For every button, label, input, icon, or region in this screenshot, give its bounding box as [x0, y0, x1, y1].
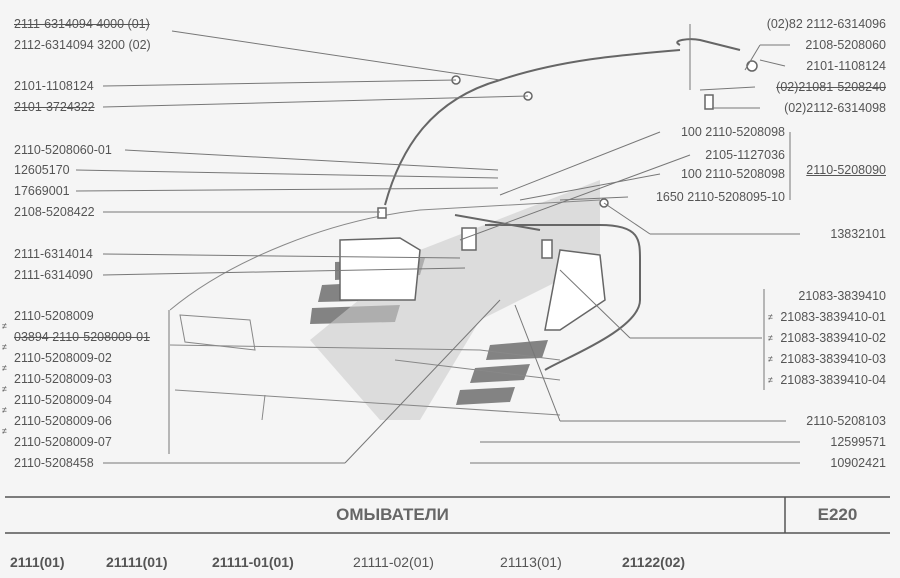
part-label: 2111-6314090	[14, 268, 93, 282]
interchange-mark: ≠	[768, 354, 773, 364]
model-label: 21113(01)	[500, 554, 562, 570]
chevron-shading	[310, 180, 600, 420]
part-label: 21083-3839410-02	[780, 331, 886, 345]
interchange-mark: ≠	[2, 426, 7, 436]
interchange-mark: ≠	[2, 342, 7, 352]
model-label: 21111-01(01)	[212, 554, 294, 570]
part-label: 2110-5208060-01	[14, 143, 112, 157]
part-label: 03894 2110-5208009-01	[14, 330, 151, 344]
part-label: 2110-5208009-07	[14, 435, 112, 449]
part-label: 21083-3839410-04	[780, 373, 886, 387]
leader-lines	[75, 24, 800, 464]
model-label: 2111(01)	[10, 554, 65, 570]
footer-rules	[5, 496, 890, 534]
part-label: 2108-5208422	[14, 205, 95, 219]
part-label: 21083-3839410-01	[780, 310, 886, 324]
part-label: 12605170	[14, 163, 70, 177]
part-label: (02)21081-5208240	[776, 80, 886, 94]
model-label: 21111(01)	[106, 554, 168, 570]
interchange-mark: ≠	[2, 384, 7, 394]
part-label: 2111-6314014	[14, 247, 93, 261]
part-label: 2101-1108124	[806, 59, 886, 73]
part-label: 2111-6314094 4000 (01)	[14, 17, 150, 31]
part-label: 2110-5208009-02	[14, 351, 112, 365]
part-label: 2101-1108124	[14, 79, 94, 93]
model-label: 21122(02)	[622, 554, 686, 570]
part-label: 2112-6314094 3200 (02)	[14, 38, 151, 52]
part-label: 12599571	[830, 435, 886, 449]
part-label: 2110-5208009	[14, 309, 94, 323]
part-label: 17669001	[14, 184, 70, 198]
part-label: 2110-5208103	[806, 414, 886, 428]
part-label: 100 2110-5208098	[680, 167, 785, 181]
car-body-outline	[169, 199, 601, 421]
interchange-mark: ≠	[2, 321, 7, 331]
part-label: 100 2110-5208098	[680, 125, 785, 139]
interchange-mark: ≠	[768, 312, 773, 322]
part-label: 21083-3839410-03	[780, 352, 886, 366]
part-label: 2110-5208009-06	[14, 414, 112, 428]
part-label: 2101-3724322	[14, 100, 95, 114]
part-label: 1650 2110-5208095-10	[655, 190, 785, 204]
part-label: 13832101	[830, 227, 886, 241]
interchange-mark: ≠	[768, 375, 773, 385]
interchange-mark: ≠	[2, 363, 7, 373]
part-label: 2110-5208458	[14, 456, 94, 470]
interchange-mark: ≠	[2, 405, 7, 415]
assembly-label: 2110-5208090	[806, 163, 886, 177]
model-label: 21111-02(01)	[353, 554, 434, 570]
part-label: (02)82 2112-6314096	[766, 17, 886, 31]
diagram-title: ОМЫВАТЕЛИ	[336, 505, 449, 524]
interchange-mark: ≠	[768, 333, 773, 343]
part-label: 2105-1127036	[705, 148, 785, 162]
part-label: 2108-5208060	[805, 38, 886, 52]
diagram-code: E220	[817, 505, 858, 524]
part-label: 21083-3839410	[798, 289, 886, 303]
part-label: 2110-5208009-04	[14, 393, 112, 407]
part-label: 10902421	[830, 456, 886, 470]
part-label: (02)2112-6314098	[784, 101, 886, 115]
part-label: 2110-5208009-03	[14, 372, 112, 386]
